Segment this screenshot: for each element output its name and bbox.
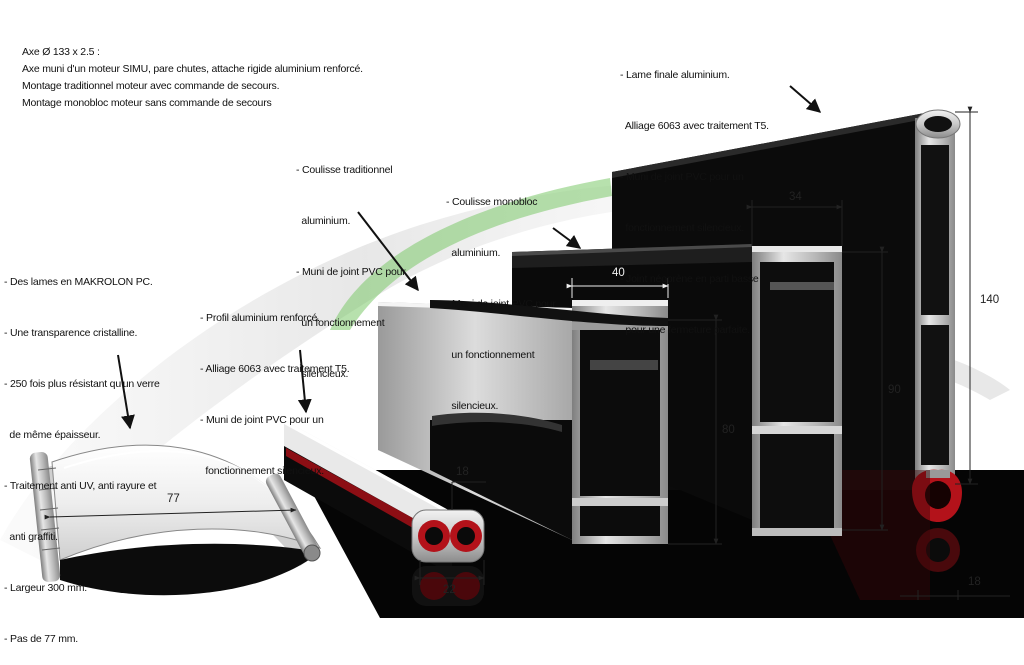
dimension-label-34: 34 xyxy=(789,191,802,203)
note-coulisse-monobloc-line-5: silencieux. xyxy=(446,400,499,412)
note-coulisse-traditionnel-line-5: silencieux. xyxy=(296,368,349,380)
note-coulisse-monobloc-line-1: - Coulisse monobloc xyxy=(446,196,538,208)
dimension-label-22: 22 xyxy=(443,584,456,596)
note-profil: - Profil aluminium renforcé. - Alliage 6… xyxy=(200,276,350,497)
dimension-label-18-profil: 18 xyxy=(456,466,469,478)
note-lames-line-3: - 250 fois plus résistant qu'un verre xyxy=(4,378,160,390)
coulisse-traditionnel-profile xyxy=(378,300,668,544)
note-coulisse-monobloc: - Coulisse monobloc aluminium. - Muni de… xyxy=(446,160,556,432)
note-lame-finale-line-3: - Muni de joint PVC pour un xyxy=(620,171,744,183)
note-lames-line-2: - Une transparence cristalline. xyxy=(4,327,138,339)
note-coulisse-traditionnel-line-3: - Muni de joint PVC pour xyxy=(296,266,406,278)
note-lames-line-6: anti graffiti. xyxy=(4,531,58,543)
note-lame-finale-line-6: pour une fermeture parfaite. xyxy=(620,324,750,336)
dimension-label-77: 77 xyxy=(167,493,180,505)
note-coulisse-monobloc-line-4: un fonctionnement xyxy=(446,349,535,361)
note-lame-finale-line-4: fonctionnement silencieux. xyxy=(620,222,744,234)
note-profil-line-2: - Alliage 6063 avec traitement T5. xyxy=(200,363,350,375)
note-lame-finale-line-5: - Joint néoprène en parti basse xyxy=(620,273,759,285)
product-illustration xyxy=(0,85,1024,618)
note-axe: Axe Ø 133 x 2.5 : Axe muni d'un moteur S… xyxy=(22,44,363,112)
dimension-lines xyxy=(44,106,1010,600)
note-axe-line-1: Axe Ø 133 x 2.5 : xyxy=(22,46,100,58)
note-lames-line-8: - Pas de 77 mm. xyxy=(4,633,79,645)
note-lames-line-4: de même épaisseur. xyxy=(4,429,101,441)
note-lames-line-1: - Des lames en MAKROLON PC. xyxy=(4,276,153,288)
note-coulisse-traditionnel-line-1: - Coulisse traditionnel xyxy=(296,164,393,176)
note-coulisse-monobloc-line-3: - Muni de joint PVC pour xyxy=(446,298,556,310)
note-lames: - Des lames en MAKROLON PC. - Une transp… xyxy=(4,240,160,665)
dimension-label-80: 80 xyxy=(722,424,735,436)
note-coulisse-traditionnel: - Coulisse traditionnel aluminium. - Mun… xyxy=(296,128,406,400)
note-profil-line-4: fonctionnement silencieux. xyxy=(200,465,324,477)
note-axe-line-4: Montage monobloc moteur sans commande de… xyxy=(22,97,272,109)
callout-arrows xyxy=(117,85,822,430)
note-coulisse-traditionnel-line-2: aluminium. xyxy=(296,215,351,227)
note-lame-finale: - Lame finale aluminium. Alliage 6063 av… xyxy=(620,33,769,356)
profil-aluminium-profile xyxy=(284,420,485,606)
note-profil-line-1: - Profil aluminium renforcé. xyxy=(200,312,320,324)
note-axe-line-2: Axe muni d'un moteur SIMU, pare chutes, … xyxy=(22,63,363,75)
note-lame-finale-line-1: - Lame finale aluminium. xyxy=(620,69,730,81)
dimension-label-140: 140 xyxy=(980,294,1000,306)
note-lame-finale-line-2: Alliage 6063 avec traitement T5. xyxy=(620,120,769,132)
dimension-label-90: 90 xyxy=(888,384,901,396)
note-lames-line-7: - Largeur 300 mm. xyxy=(4,582,87,594)
note-lames-line-5: - Traitement anti UV, anti rayure et xyxy=(4,480,157,492)
note-coulisse-traditionnel-line-4: un fonctionnement xyxy=(296,317,385,329)
note-axe-line-3: Montage traditionnel moteur avec command… xyxy=(22,80,280,92)
dimension-label-40: 40 xyxy=(612,267,625,279)
note-coulisse-monobloc-line-2: aluminium. xyxy=(446,247,501,259)
note-profil-line-3: - Muni de joint PVC pour un xyxy=(200,414,324,426)
dimension-label-18-lame: 18 xyxy=(968,576,981,588)
